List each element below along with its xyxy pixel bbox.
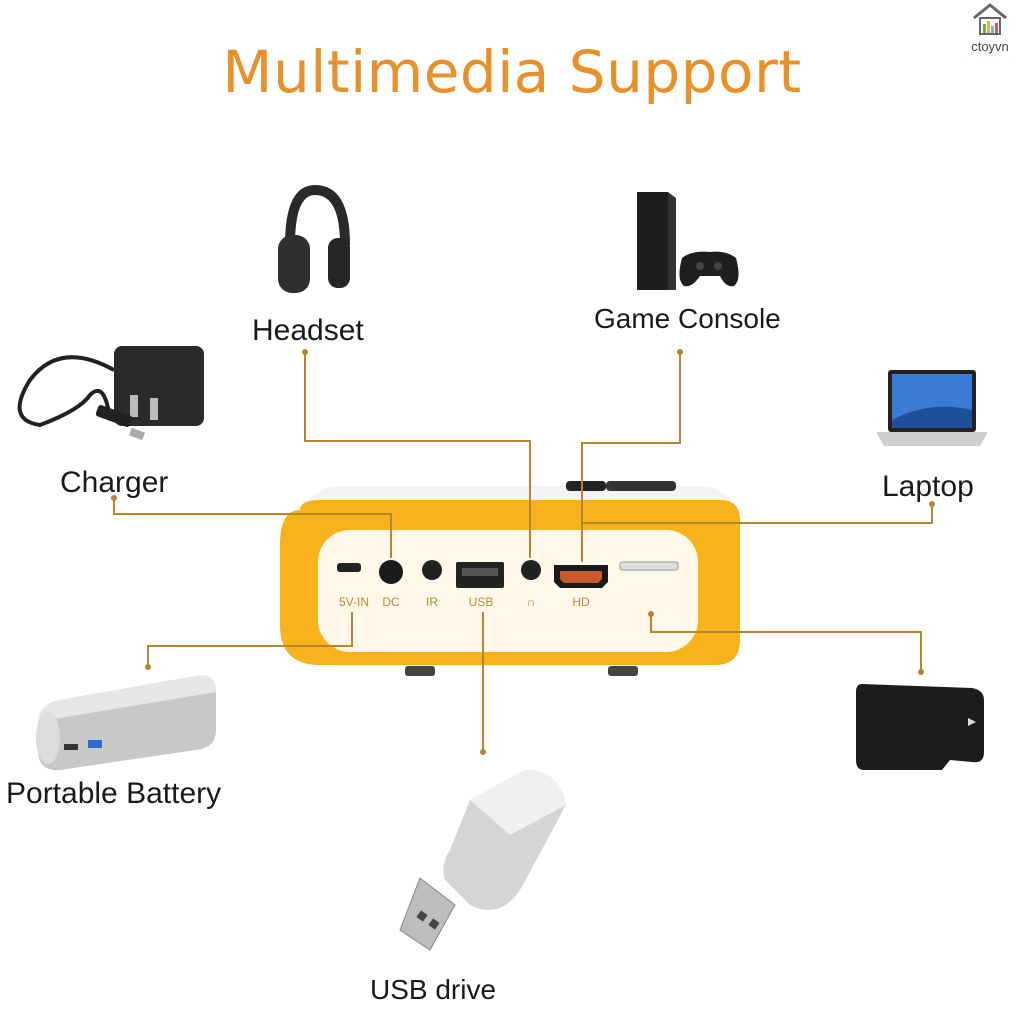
connector-lines <box>113 352 933 752</box>
dc-port <box>379 560 403 584</box>
portable-battery-label: Portable Battery <box>6 777 222 810</box>
port-label-dc: DC <box>382 595 400 609</box>
charger-icon <box>17 346 204 441</box>
headset-icon <box>278 184 350 293</box>
page-title: Multimedia Support <box>222 38 802 106</box>
house-logo-icon <box>973 3 1007 35</box>
line-game-console <box>581 352 681 562</box>
brand-logo: ctoyvn · · · · · <box>962 2 1018 59</box>
headset-label: Headset <box>252 314 364 347</box>
sd-card-icon <box>856 684 984 770</box>
ir-port <box>422 560 442 580</box>
brand-tagline: · · · · · <box>966 54 1014 59</box>
line-sd-card <box>650 612 922 672</box>
projector <box>280 481 740 676</box>
laptop-icon <box>876 370 988 446</box>
line-laptop <box>582 504 933 524</box>
port-label-usb: USB <box>469 595 494 609</box>
laptop-label: Laptop <box>882 470 974 503</box>
headphone-port <box>521 560 541 580</box>
line-charger <box>113 498 392 558</box>
port-label-hd: HD <box>572 595 590 609</box>
portable-battery-icon <box>36 675 216 771</box>
port-label-5v-in: 5V-IN <box>339 595 369 609</box>
game-console-label: Game Console <box>594 303 781 334</box>
card-slot <box>619 561 679 571</box>
charger-label: Charger <box>60 466 169 499</box>
port-label-headphone: ∩ <box>527 595 536 609</box>
micro-usb-port <box>337 563 361 572</box>
brand-name: ctoyvn <box>971 39 1009 54</box>
connector-dots <box>111 349 935 755</box>
port-label-ir: IR <box>426 595 438 609</box>
usb-drive-label: USB drive <box>370 974 497 1005</box>
line-headset <box>304 352 531 558</box>
line-battery <box>147 612 353 667</box>
usb-drive-icon <box>399 770 566 951</box>
game-console-icon <box>637 192 739 290</box>
